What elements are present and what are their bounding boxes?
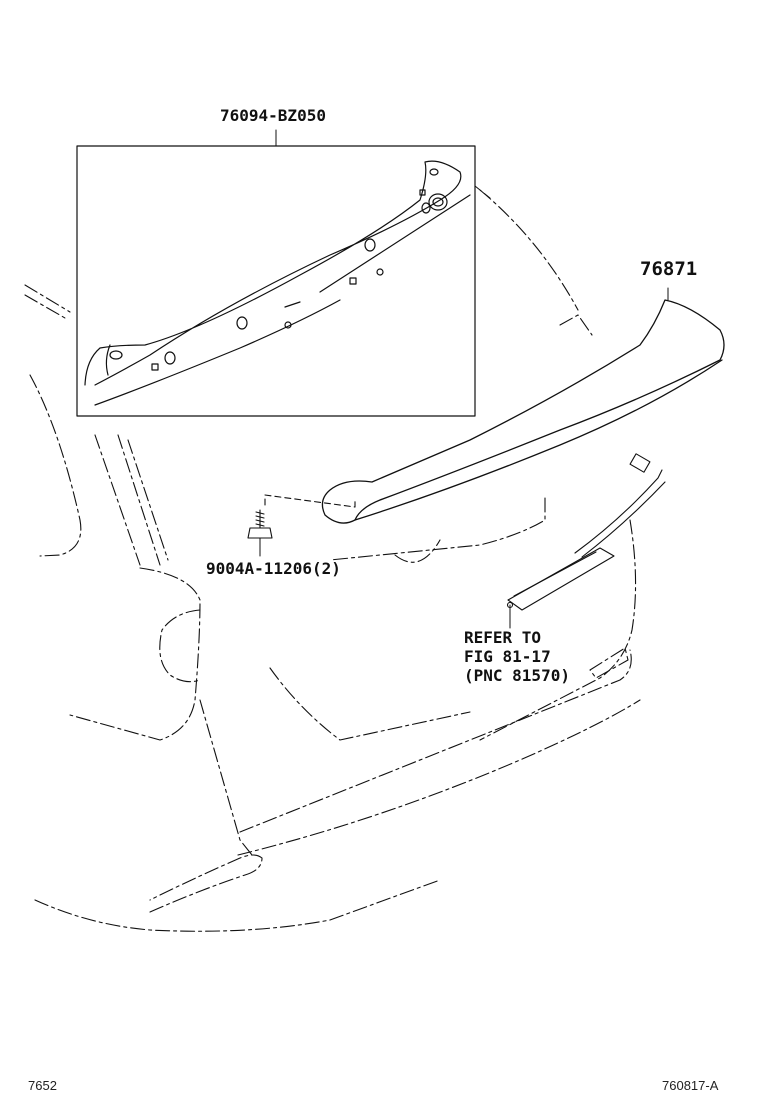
stop-lamp-wire-2	[581, 481, 666, 558]
stop-lamp-part	[506, 453, 666, 629]
assembly-inner-rib	[105, 344, 111, 376]
hatch-lower-panel	[269, 667, 471, 741]
bumper-top-line	[239, 649, 632, 833]
stop-lamp-pin	[506, 601, 514, 609]
callout-spoiler-cover: 76871	[640, 258, 698, 280]
hatch-glass-top	[479, 189, 579, 311]
square-clip-3	[419, 189, 426, 196]
wiper-recess	[394, 539, 441, 563]
screw-thread	[255, 511, 265, 527]
callout-refer-note: REFER TO FIG 81-17 (PNC 81570)	[464, 628, 570, 686]
detail-box	[76, 129, 491, 417]
bumper-bottom	[34, 879, 441, 932]
roof-edge-line-2	[24, 294, 66, 319]
screw-install-path	[264, 494, 356, 508]
hatch-glass-corner	[559, 314, 593, 336]
stop-lamp-wire	[574, 469, 663, 554]
clip-hole-4	[284, 321, 292, 329]
quarter-panel	[199, 699, 253, 856]
spoiler-top-surface	[321, 299, 725, 524]
refer-line-2: FIG 81-17	[464, 647, 551, 667]
stop-lamp-lens	[513, 551, 597, 597]
square-clip-2	[349, 277, 357, 285]
refer-line-3: (PNC 81570)	[464, 666, 570, 686]
screw-head	[247, 527, 273, 539]
vehicle-body-outline	[24, 189, 641, 932]
clip-hole-6	[376, 268, 384, 276]
tail-lamp-lens	[159, 609, 201, 683]
assembly-seal-strip	[284, 301, 301, 308]
footer-left-code: 7652	[28, 1078, 57, 1093]
spoiler-bottom-edge	[354, 359, 723, 521]
reflector-left	[149, 854, 263, 913]
reflector-right	[589, 647, 629, 679]
callout-screw: 9004A-11206(2)	[206, 559, 341, 578]
stop-lamp-body	[507, 547, 615, 611]
clip-hole-7	[421, 202, 431, 214]
square-clip-1	[151, 363, 159, 371]
hatch-right-edge	[479, 519, 637, 741]
footer-right-code: 760817-A	[662, 1078, 719, 1093]
detail-box-hatch-leader	[474, 185, 491, 199]
assembly-rear-lip	[319, 194, 471, 293]
rear-pillar-outline	[29, 374, 82, 557]
bumper-lower-line	[237, 699, 641, 856]
callout-spoiler-assembly: 76094-BZ050	[220, 106, 326, 125]
d-pillar-left	[94, 434, 141, 566]
grommet-outer	[428, 193, 448, 211]
tail-lamp-housing	[69, 567, 201, 741]
connector	[629, 453, 651, 473]
d-pillar-inner	[127, 439, 169, 561]
hatch-window-lower	[329, 497, 546, 561]
assembly-lower-edge	[94, 299, 341, 406]
d-pillar-right	[117, 434, 161, 566]
clip-hole-2	[164, 351, 176, 365]
roof-edge-line	[24, 284, 71, 313]
clip-hole-1	[109, 350, 123, 360]
tab-top	[429, 168, 439, 176]
clip-hole-5	[364, 238, 376, 252]
spoiler-cover-part	[321, 287, 725, 524]
screw-part	[247, 494, 356, 557]
grommet-inner	[432, 197, 444, 207]
assembly-upper-edge	[84, 160, 462, 386]
refer-line-1: REFER TO	[464, 628, 542, 647]
clip-hole-3	[236, 316, 248, 330]
